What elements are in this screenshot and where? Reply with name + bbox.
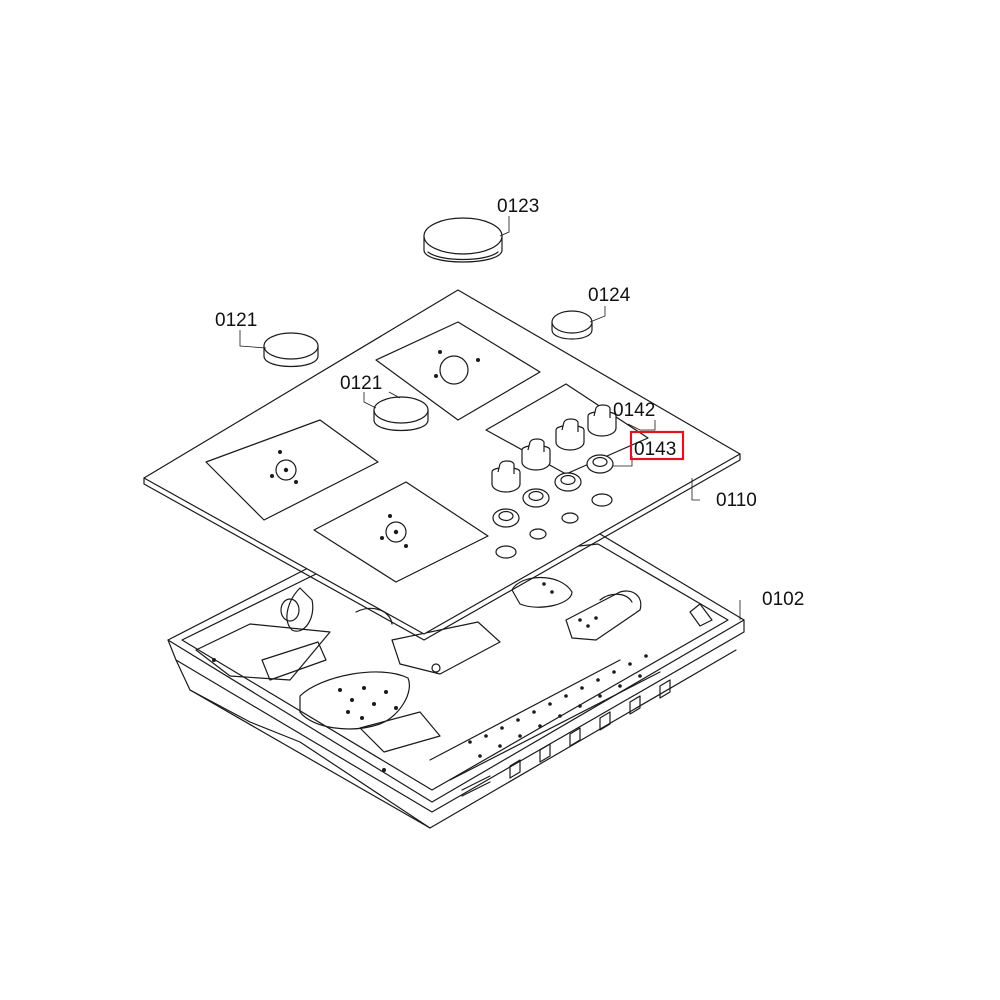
knob-rings (492, 454, 614, 528)
knob (555, 418, 585, 451)
burner-cap-middle (373, 396, 429, 432)
knob-ring (492, 508, 520, 528)
label-burner-cap-left: 0121 (215, 310, 257, 331)
knob-ring (522, 488, 550, 508)
recess-back (375, 321, 541, 421)
leader-lines (239, 216, 741, 620)
base-tray (167, 533, 745, 829)
burner-cap-left (263, 332, 319, 368)
knob-ring (554, 472, 582, 492)
knob-ring (586, 454, 614, 474)
label-burner-cap-middle: 0121 (340, 373, 382, 394)
label-burner-cap-large: 0123 (497, 196, 539, 217)
label-hob-top: 0110 (716, 490, 757, 511)
knob (587, 404, 617, 437)
hob-top (143, 289, 741, 641)
knob (521, 438, 551, 471)
knobs (491, 404, 617, 493)
burner-hole-back (439, 355, 469, 385)
label-base-tray: 0102 (762, 589, 804, 610)
burner-hole-front (385, 521, 407, 543)
label-knob: 0142 (613, 400, 655, 421)
burner-cap-small (551, 310, 593, 340)
callouts: 0123 0124 0121 0121 0142 0143 0110 0102 (215, 196, 804, 610)
recess-left (205, 419, 379, 521)
burner-cap-large (423, 217, 503, 263)
burner-hole-left (275, 459, 297, 481)
label-knob-ring: 0143 (634, 439, 676, 460)
knob-holes (495, 493, 613, 559)
recess-front (313, 481, 489, 583)
highlight-box (629, 430, 685, 461)
knob (491, 460, 521, 493)
label-burner-cap-small: 0124 (588, 285, 631, 306)
